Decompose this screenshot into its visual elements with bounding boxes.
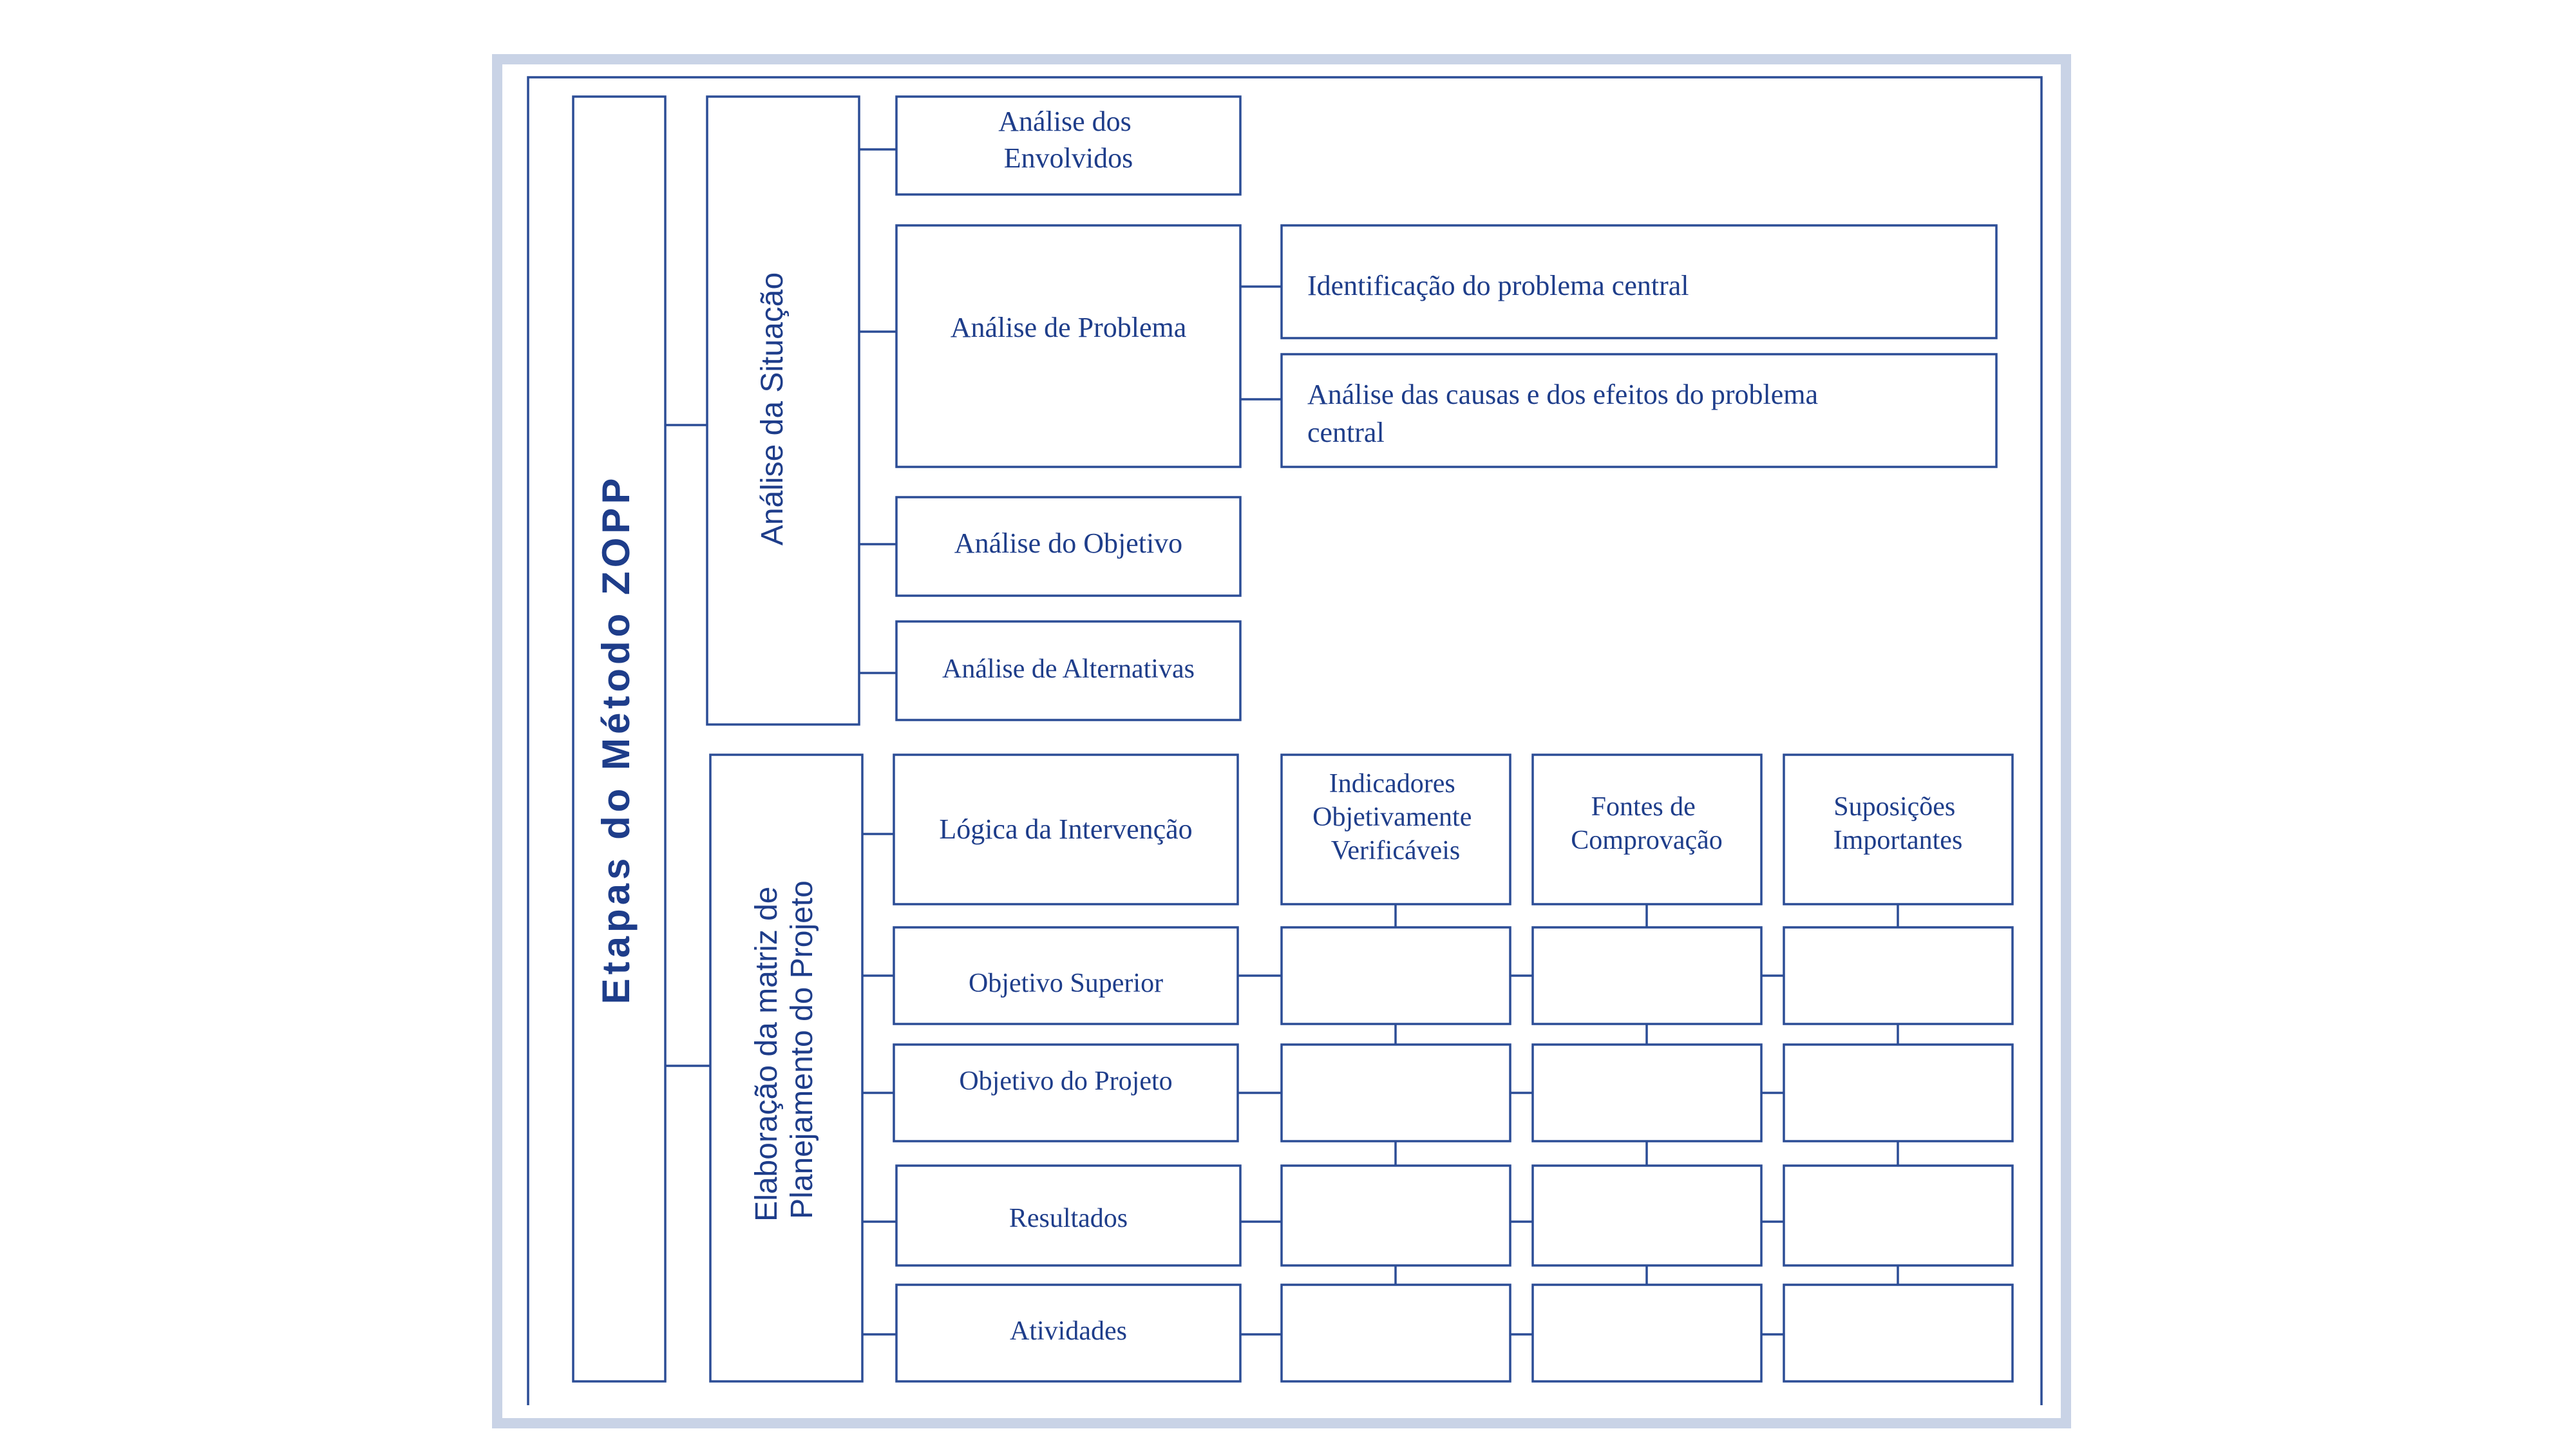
situation-label: Análise da Situação <box>755 272 790 545</box>
indicadores-cell <box>1280 1164 1511 1267</box>
objetivo-projeto-label: Objetivo do Projeto <box>959 1066 1172 1096</box>
objetivo-box <box>895 496 1242 597</box>
inner-frame <box>527 76 2043 1405</box>
suposicoes-cell <box>1783 1043 2014 1142</box>
column-connectors <box>1394 904 1899 1285</box>
main-label-box <box>572 95 667 1383</box>
fontes-cell <box>1531 1043 1763 1142</box>
fontes-cell <box>1531 926 1763 1025</box>
alternativas-box <box>895 620 1242 721</box>
envolvidos-label: Análise dos Envolvidos <box>998 106 1139 174</box>
indicadores-header-box <box>1280 753 1511 905</box>
fontes-header-label: Fontes de Comprovação <box>1571 792 1723 855</box>
suposicoes-header-label: Suposições Importantes <box>1833 792 1963 855</box>
logica-header-label: Lógica da Intervenção <box>939 813 1192 845</box>
problema-box <box>895 224 1242 468</box>
fontes-cell <box>1531 1283 1763 1383</box>
suposicoes-header-box <box>1783 753 2014 905</box>
suposicoes-cell <box>1783 1283 2014 1383</box>
atividades-box <box>895 1283 1242 1383</box>
fontes-cell <box>1531 1164 1763 1267</box>
atividades-label: Atividades <box>1010 1316 1127 1346</box>
row-connectors <box>1238 974 1784 1336</box>
resultados-box <box>895 1164 1242 1267</box>
objetivo-projeto-box <box>893 1043 1239 1142</box>
logica-header-box <box>893 753 1239 905</box>
objetivo-label: Análise do Objetivo <box>954 527 1182 559</box>
alternativas-label: Análise de Alternativas <box>942 654 1195 684</box>
suposicoes-cell <box>1783 926 2014 1025</box>
indicadores-cell <box>1280 926 1511 1025</box>
indicadores-cell <box>1280 1043 1511 1142</box>
objetivo-superior-label: Objetivo Superior <box>969 969 1163 998</box>
resultados-label: Resultados <box>1009 1204 1128 1233</box>
matrix-label-box <box>709 753 864 1383</box>
main-label: Etapas do Método ZOPP <box>594 475 638 1005</box>
situation-label-box <box>706 95 860 726</box>
outer-frame <box>492 54 2071 1428</box>
problema-central-label: Identificação do problema central <box>1307 270 1689 301</box>
indicadores-header-label: Indicadores Objetivamente Verificáveis <box>1312 769 1479 866</box>
causas-efeitos-label: Análise das causas e dos efeitos do prob… <box>1307 379 1825 448</box>
suposicoes-cell <box>1783 1164 2014 1267</box>
problema-central-box <box>1280 224 1998 339</box>
problema-label: Análise de Problema <box>951 312 1187 343</box>
matrix-label: Elaboração da matriz de Planejamento do … <box>750 878 819 1222</box>
indicadores-cell <box>1280 1283 1511 1383</box>
fontes-header-box <box>1531 753 1763 905</box>
causas-efeitos-box <box>1280 353 1998 468</box>
envolvidos-box <box>895 95 1242 196</box>
objetivo-superior-box <box>893 926 1239 1025</box>
